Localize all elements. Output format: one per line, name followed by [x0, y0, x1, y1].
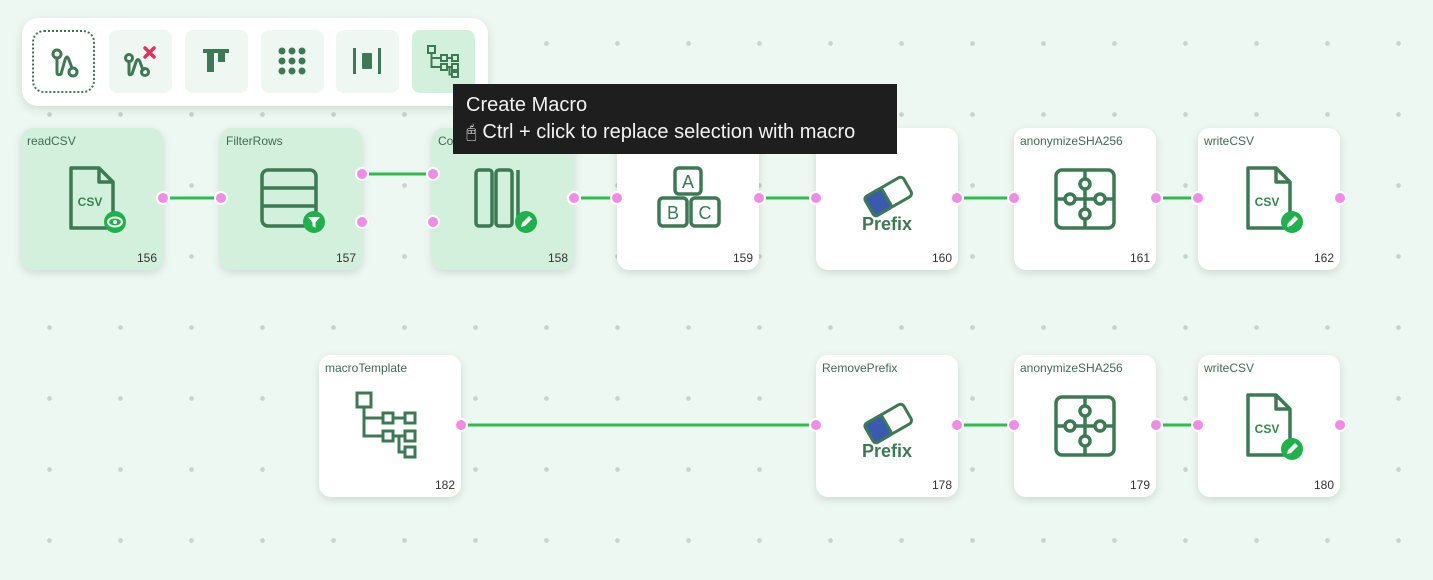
- node-number: 159: [732, 251, 753, 265]
- node-title: readCSV: [27, 134, 76, 148]
- distribute-horizontal-button[interactable]: [336, 30, 399, 93]
- create-macro-button[interactable]: [412, 30, 475, 93]
- svg-text:A: A: [682, 172, 694, 192]
- tree-icon: [427, 45, 459, 78]
- grid-layout-button[interactable]: [261, 30, 324, 93]
- input-port[interactable]: [1007, 418, 1021, 432]
- node-title: anonymizeSHA256: [1020, 361, 1123, 375]
- node-number: 158: [547, 251, 568, 265]
- node-number: 162: [1313, 251, 1334, 265]
- node-remove-prefix[interactable]: RemovePrefix Prefix 178: [816, 355, 958, 497]
- grid-dots-icon: [278, 47, 306, 75]
- node-number: 156: [136, 251, 157, 265]
- tooltip-hint-row: 🖰 Ctrl + click to replace selection with…: [466, 117, 884, 147]
- puzzle-icon: [1054, 395, 1116, 457]
- input-port[interactable]: [1191, 191, 1205, 205]
- output-port[interactable]: [1333, 418, 1347, 432]
- input-port[interactable]: [610, 191, 624, 205]
- node-number: 160: [931, 251, 952, 265]
- svg-text:CSV: CSV: [1255, 195, 1280, 209]
- input-port[interactable]: [809, 191, 823, 205]
- svg-text:C: C: [699, 203, 712, 223]
- node-number: 182: [434, 478, 455, 492]
- output-port[interactable]: [752, 191, 766, 205]
- eraser-prefix-icon: Prefix: [862, 175, 913, 234]
- mouse-icon: 🖰: [466, 122, 477, 142]
- output-port[interactable]: [454, 418, 468, 432]
- output-port[interactable]: [156, 191, 170, 205]
- output-port[interactable]: [355, 167, 369, 181]
- node-number: 161: [1129, 251, 1150, 265]
- puzzle-icon: [1054, 168, 1116, 230]
- input-port[interactable]: [426, 167, 440, 181]
- csv-view-icon: CSV: [69, 166, 126, 233]
- output-port[interactable]: [1149, 191, 1163, 205]
- node-filterrows[interactable]: FilterRows 157: [220, 128, 362, 270]
- svg-text:CSV: CSV: [78, 195, 103, 209]
- output-port[interactable]: [355, 215, 369, 229]
- output-port[interactable]: [950, 191, 964, 205]
- node-title: anonymizeSHA256: [1020, 134, 1123, 148]
- node-anonymize[interactable]: anonymizeSHA256 179: [1014, 355, 1156, 497]
- node-title: writeCSV: [1204, 134, 1255, 148]
- disconnect-mode-button[interactable]: [109, 30, 172, 93]
- output-port[interactable]: [950, 418, 964, 432]
- node-title: macroTemplate: [325, 361, 408, 375]
- node-number: 178: [931, 478, 952, 492]
- connect-mode-button[interactable]: [32, 30, 95, 93]
- input-port[interactable]: [1191, 418, 1205, 432]
- input-port[interactable]: [426, 215, 440, 229]
- eraser-prefix-icon: Prefix: [862, 402, 913, 461]
- svg-text:CSV: CSV: [1255, 422, 1280, 436]
- node-writecsv[interactable]: writeCSV CSV 180: [1198, 355, 1340, 497]
- input-port[interactable]: [1007, 191, 1021, 205]
- filter-rows-icon: [260, 168, 325, 233]
- output-port[interactable]: [567, 191, 581, 205]
- tooltip: Create Macro 🖰 Ctrl + click to replace s…: [453, 84, 897, 154]
- tooltip-title: Create Macro: [466, 94, 588, 116]
- canvas-toolbar: [22, 18, 488, 106]
- node-macro-template[interactable]: macroTemplate 182: [319, 355, 461, 497]
- tooltip-hint: Ctrl + click to replace selection with m…: [482, 121, 856, 143]
- output-port[interactable]: [1333, 191, 1347, 205]
- node-number: 179: [1129, 478, 1150, 492]
- tree-icon: [355, 391, 417, 459]
- distribute-icon: [353, 48, 381, 74]
- csv-write-icon: CSV: [1246, 166, 1303, 233]
- node-writecsv[interactable]: writeCSV CSV 162: [1198, 128, 1340, 270]
- route-remove-icon: [124, 46, 156, 77]
- svg-text:Prefix: Prefix: [862, 441, 912, 461]
- abc-blocks-icon: A B C: [657, 166, 721, 228]
- input-port[interactable]: [809, 418, 823, 432]
- csv-write-icon: CSV: [1246, 393, 1303, 460]
- svg-text:B: B: [667, 203, 679, 223]
- node-title: RemovePrefix: [822, 361, 898, 375]
- node-readcsv[interactable]: readCSV CSV 156: [21, 128, 163, 270]
- route-icon: [51, 48, 79, 78]
- node-anonymize[interactable]: anonymizeSHA256 161: [1014, 128, 1156, 270]
- output-port[interactable]: [1149, 418, 1163, 432]
- align-top-icon: [203, 49, 229, 72]
- svg-text:Prefix: Prefix: [862, 214, 912, 234]
- node-title: FilterRows: [226, 134, 283, 148]
- align-top-button[interactable]: [185, 30, 248, 93]
- input-port[interactable]: [214, 191, 228, 205]
- node-title: Co: [438, 134, 454, 148]
- node-number: 157: [335, 251, 356, 265]
- node-number: 180: [1313, 478, 1334, 492]
- columns-edit-icon: [474, 168, 537, 233]
- node-title: writeCSV: [1204, 361, 1255, 375]
